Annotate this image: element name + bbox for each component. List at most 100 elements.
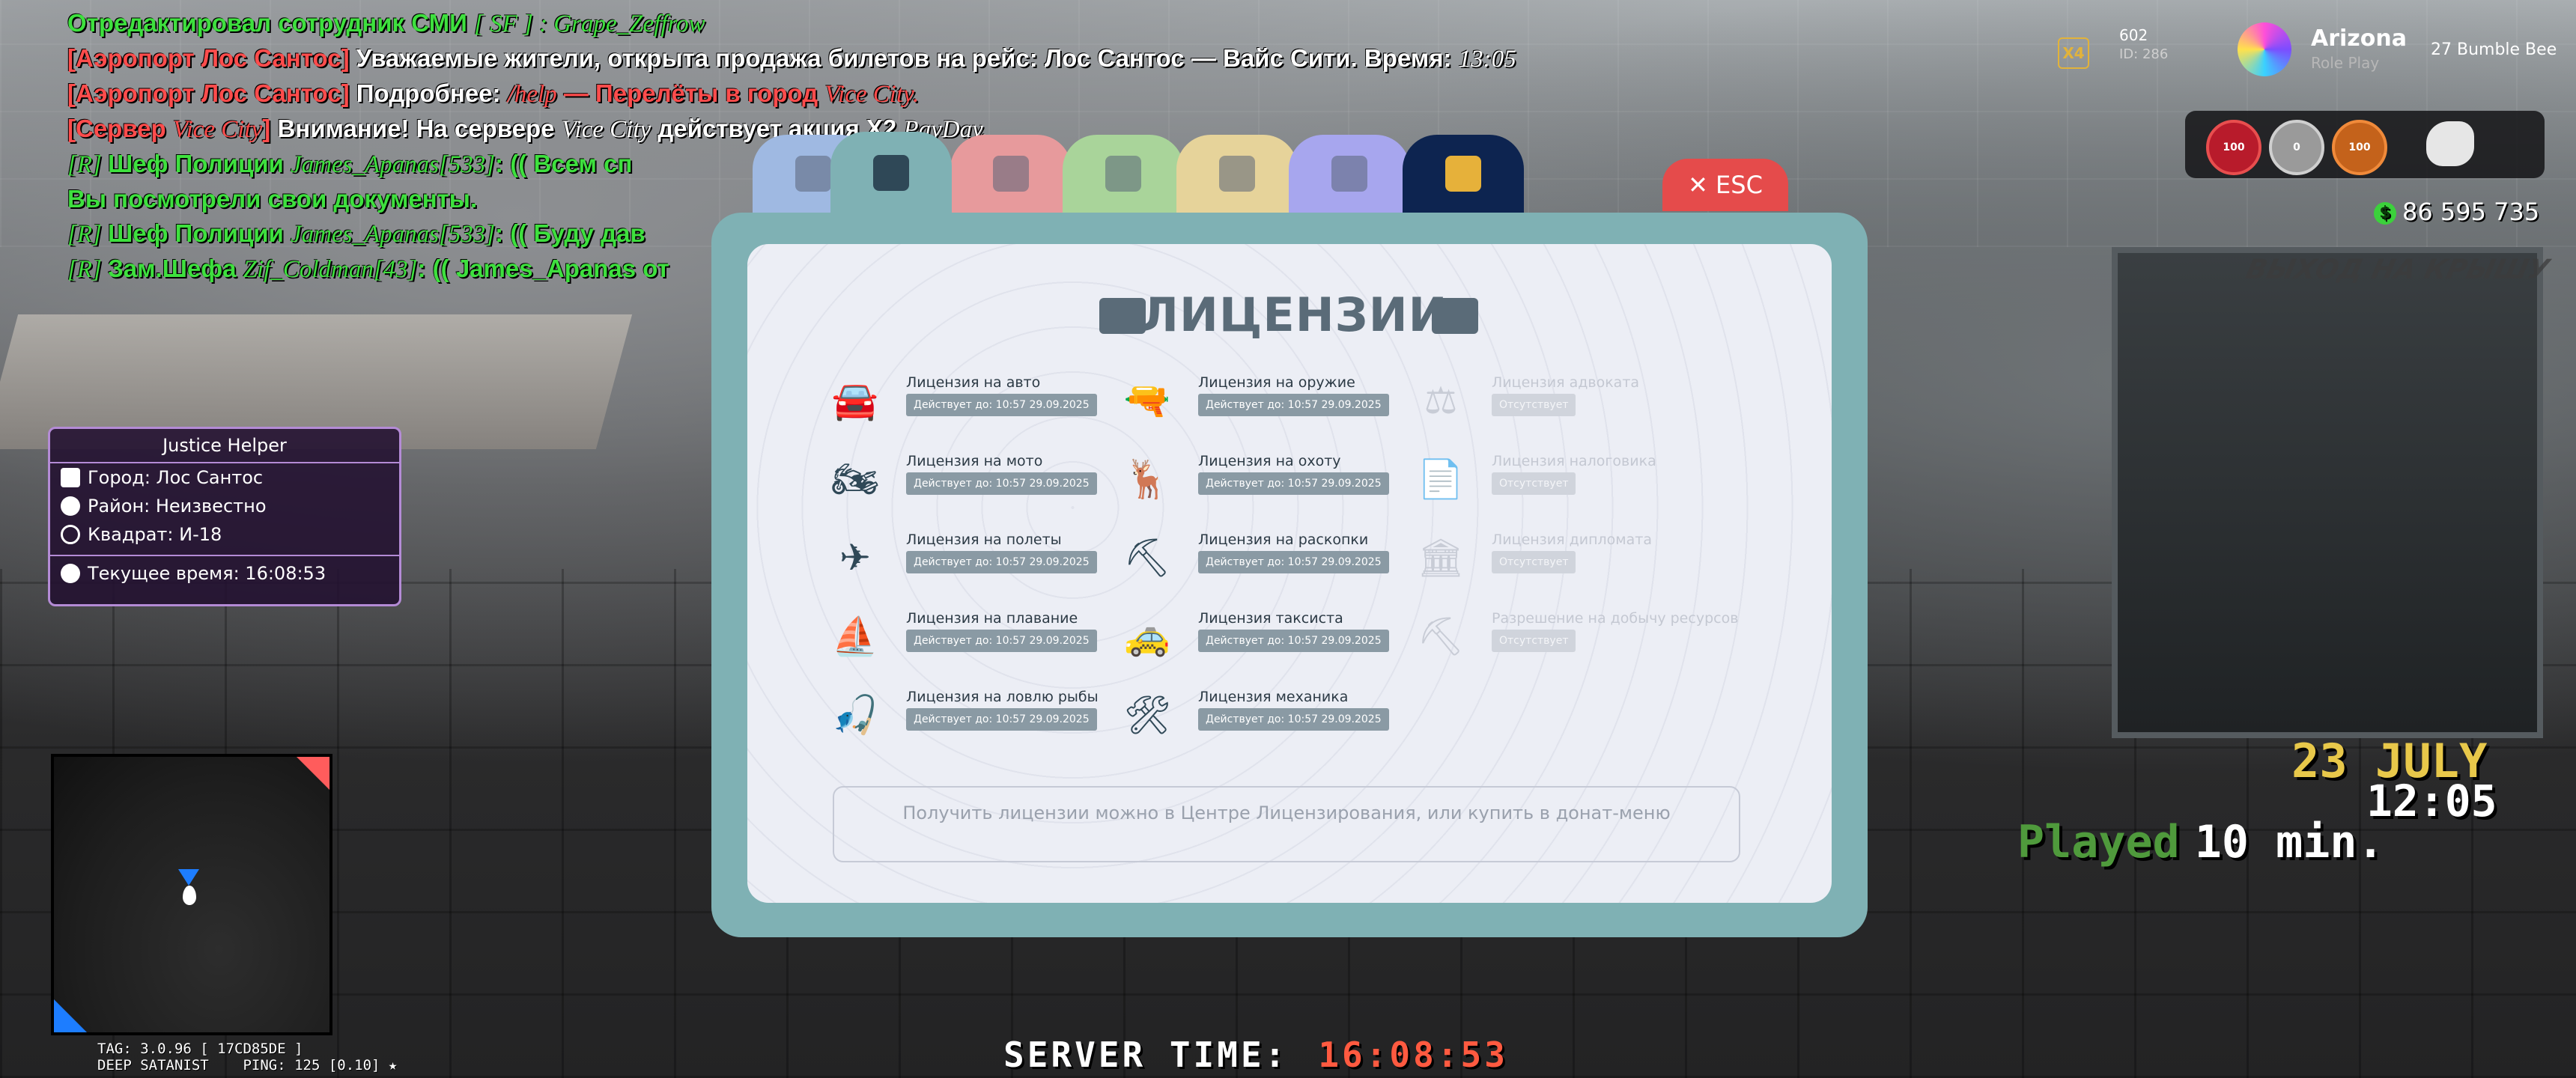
chat-log: Отредактировал сотрудник СМИ [ SF ] : Gr… <box>67 6 1516 287</box>
chat-line: [Сервер Vice City] Внимание! На сервере … <box>67 112 1516 147</box>
car-icon: 🚘 <box>831 379 879 422</box>
waypoint-icon <box>183 886 196 905</box>
license-status-badge: Отсутствует <box>1492 394 1576 416</box>
multiplier-badge: X4 <box>2058 37 2089 69</box>
licenses-card <box>747 244 1832 903</box>
deer-icon: 🦌 <box>1123 457 1171 501</box>
license-name: Лицензия на оружие <box>1198 374 1355 391</box>
licenses-icon <box>873 155 909 191</box>
chat-line: [R] Шеф Полиции James_Apanas[533]: (( Бу… <box>67 216 1516 252</box>
license-card-icon <box>1432 298 1478 334</box>
chat-text: [Аэропорт Лос Сантос] <box>67 79 356 107</box>
tab-medical[interactable] <box>950 135 1072 213</box>
fist-weapon-icon <box>2426 121 2474 166</box>
license-name: Лицензия дипломата <box>1492 532 1652 548</box>
medical-icon <box>993 156 1029 192</box>
license-name: Лицензия на авто <box>906 374 1041 391</box>
esc-close-button[interactable]: ✕ ESC <box>1662 159 1788 211</box>
license-status-badge: Действует до: 10:57 29.09.2025 <box>906 551 1097 573</box>
airplane-icon: ✈ <box>839 536 871 579</box>
tab-licenses[interactable] <box>830 132 952 214</box>
license-name: Лицензия таксиста <box>1198 610 1343 627</box>
sailboat-icon: ⛵ <box>831 615 879 658</box>
chat-text: Отредактировал сотрудник СМИ <box>67 9 474 37</box>
chat-text: Шеф Полиции <box>108 219 291 247</box>
chat-text: Шеф Полиции <box>108 150 291 177</box>
gavel-icon: ⚖ <box>1424 379 1458 422</box>
document-icon: 📄 <box>1417 457 1465 501</box>
chat-line: [Аэропорт Лос Сантос] Подробнее: /help —… <box>67 76 1516 112</box>
chat-text: [R] <box>67 256 109 283</box>
chat-line: Вы посмотрели свои документы. <box>67 182 1516 216</box>
south-west-marker <box>54 999 87 1032</box>
fishing-icon: 🎣 <box>831 693 879 737</box>
tab-property[interactable] <box>1176 135 1298 213</box>
vehicles-icon <box>1331 156 1367 192</box>
license-name: Лицензия на ловлю рыбы <box>906 689 1099 705</box>
license-card-icon <box>1099 298 1146 334</box>
license-status-badge: Действует до: 10:57 29.09.2025 <box>1198 551 1389 573</box>
motorcycle-icon: 🏍 <box>831 457 879 501</box>
license-name: Лицензия на раскопки <box>1198 532 1369 548</box>
info-note: Получить лицензии можно в Центре Лицензи… <box>833 786 1740 862</box>
chat-line: Отредактировал сотрудник СМИ [ SF ] : Gr… <box>67 6 1516 41</box>
chat-text: : (( Всем сп <box>495 150 633 177</box>
health-icon: 100 <box>2206 120 2261 175</box>
clock-icon <box>61 564 80 583</box>
chat-text: [Сервер <box>67 115 173 142</box>
minimap <box>51 754 332 1035</box>
tab-vehicles[interactable] <box>1289 135 1410 213</box>
server-time: SERVER TIME:16:08:53 <box>1003 1035 1508 1075</box>
online-counter: 602 ID: 286 <box>2119 25 2168 64</box>
tab-donate[interactable] <box>1403 135 1524 213</box>
money-icon: $ <box>2374 202 2396 225</box>
city-row: Город: Лос Сантос <box>50 463 399 492</box>
chat-text: : (( Буду дав <box>495 219 645 247</box>
server-name: 27 Bumble Bee <box>2431 40 2557 59</box>
tools-icon: 🛠 <box>1123 693 1171 737</box>
time-row: Текущее время: 16:08:53 <box>50 555 399 588</box>
license-status-badge: Действует до: 10:57 29.09.2025 <box>1198 708 1389 731</box>
player-stats: 100 0 100 <box>2185 111 2545 178</box>
chat-text: /help <box>507 81 557 108</box>
date-label: 23 JULY <box>2291 734 2488 788</box>
chat-text: James_Apanas[533] <box>290 221 496 248</box>
license-status-badge: Действует до: 10:57 29.09.2025 <box>1198 472 1389 495</box>
client-tag: TAG: 3.0.96 [ 17CD85DE ]DEEP SATANIST PI… <box>97 1041 398 1074</box>
chat-text: Подробнее: <box>356 79 508 107</box>
location-pin-icon <box>61 496 80 516</box>
chat-text: Vice City <box>561 116 651 143</box>
square-row: Квадрат: И-18 <box>50 520 399 549</box>
chat-text: — Перелёты в город <box>556 79 825 107</box>
license-name: Лицензия на плавание <box>906 610 1078 627</box>
license-name: Разрешение на добычу ресурсов <box>1492 610 1739 627</box>
military-icon <box>1105 156 1141 192</box>
chat-text: 13:05 <box>1458 46 1516 73</box>
chat-text: [R] <box>67 221 109 248</box>
pickaxe-icon: ⛏ <box>1417 615 1465 658</box>
chat-line: [R] Шеф Полиции James_Apanas[533]: (( Вс… <box>67 147 1516 182</box>
tab-military[interactable] <box>1063 135 1184 213</box>
license-name: Лицензия на охоту <box>1198 453 1341 469</box>
license-status-badge: Действует до: 10:57 29.09.2025 <box>906 708 1097 731</box>
chat-text: : (( James_Apanas от <box>417 255 669 282</box>
chat-text: Внимание! На сервере <box>277 115 562 142</box>
chat-text: [R] <box>67 151 109 178</box>
license-status-badge: Действует до: 10:57 29.09.2025 <box>906 630 1097 652</box>
shovel-icon: ⛏ <box>1123 536 1171 579</box>
property-icon <box>1219 156 1255 192</box>
